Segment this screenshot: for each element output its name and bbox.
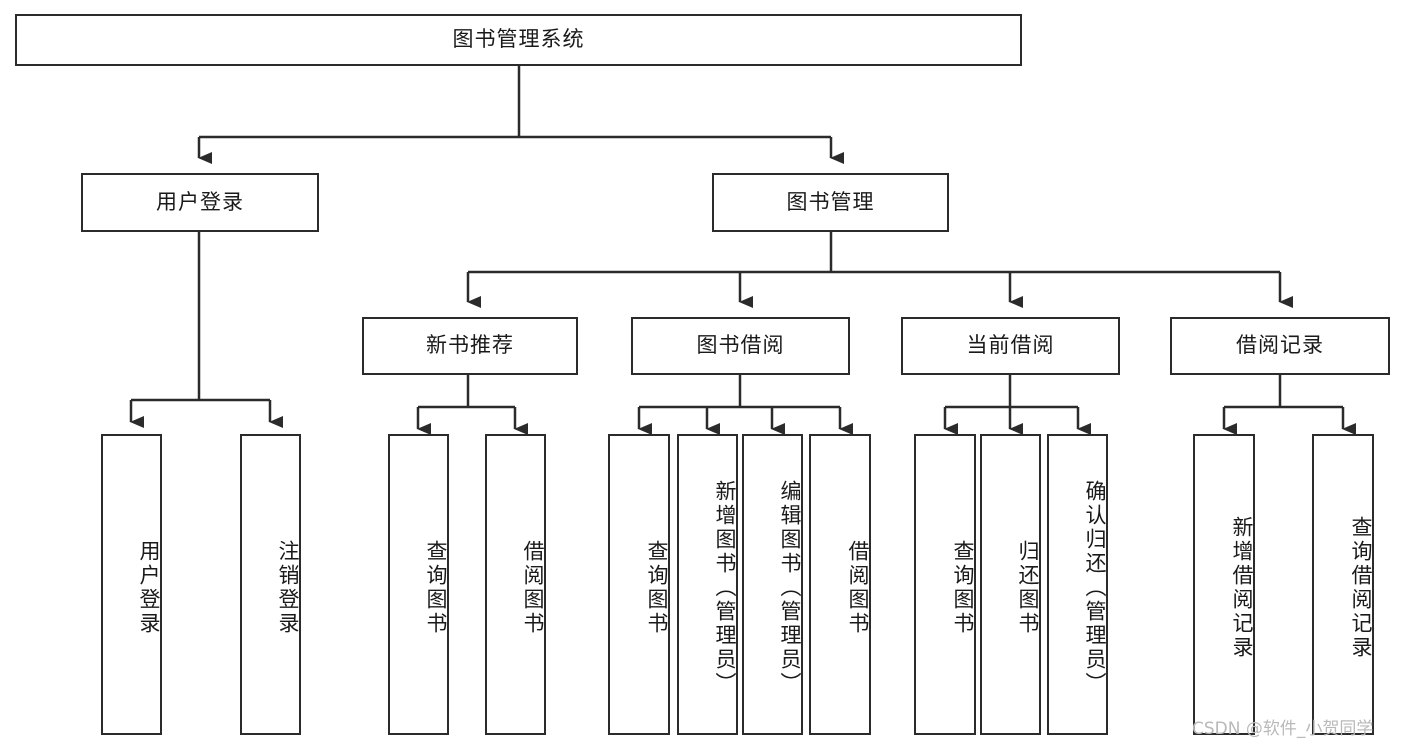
leaf-return-book[interactable]: 归还图书 [980, 434, 1041, 735]
node-borrow-record-label: 借阅记录 [1236, 333, 1324, 358]
csdn-watermark: CSDN @软件_小贺同学 [1192, 719, 1374, 739]
leaf-add-record-label: 新增借阅记录 [1230, 515, 1254, 660]
node-current-borrow-label: 当前借阅 [966, 333, 1055, 358]
node-book-borrow-label: 图书借阅 [696, 333, 785, 358]
leaf-user-login[interactable]: 用户登录 [101, 434, 162, 735]
leaf-logout[interactable]: 注销登录 [240, 434, 301, 735]
node-book-borrow[interactable]: 图书借阅 [631, 317, 850, 375]
leaf-query-book-1-label: 查询图书 [424, 539, 448, 636]
node-borrow-record[interactable]: 借阅记录 [1170, 317, 1390, 375]
leaf-query-book-2[interactable]: 查询图书 [608, 434, 670, 735]
leaf-logout-label: 注销登录 [276, 539, 300, 636]
leaf-borrow-book-2-label: 借阅图书 [846, 539, 870, 636]
leaf-query-book-1[interactable]: 查询图书 [388, 434, 449, 735]
node-new-book-rec[interactable]: 新书推荐 [362, 317, 578, 375]
leaf-query-record-label: 查询借阅记录 [1349, 515, 1373, 660]
leaf-borrow-book-1[interactable]: 借阅图书 [485, 434, 546, 735]
leaf-return-book-label: 归还图书 [1016, 539, 1040, 636]
node-user-login[interactable]: 用户登录 [81, 173, 319, 232]
node-current-borrow[interactable]: 当前借阅 [901, 317, 1120, 375]
leaf-edit-book[interactable]: 编辑图书（管理员） [742, 434, 803, 735]
node-root[interactable]: 图书管理系统 [15, 14, 1022, 66]
node-root-label: 图书管理系统 [452, 27, 585, 52]
leaf-add-book[interactable]: 新增图书（管理员） [677, 434, 738, 735]
node-new-book-rec-label: 新书推荐 [426, 333, 514, 358]
node-book-manage[interactable]: 图书管理 [712, 173, 949, 232]
leaf-confirm-return-label: 确认归还（管理员） [1083, 479, 1107, 696]
leaf-edit-book-label: 编辑图书（管理员） [778, 479, 802, 696]
leaf-query-book-2-label: 查询图书 [645, 539, 669, 636]
leaf-user-login-label: 用户登录 [137, 539, 161, 636]
node-user-login-label: 用户登录 [156, 189, 244, 214]
leaf-add-book-label: 新增图书（管理员） [713, 479, 737, 696]
leaf-confirm-return[interactable]: 确认归还（管理员） [1047, 434, 1108, 735]
leaf-borrow-book-1-label: 借阅图书 [521, 539, 545, 636]
leaf-add-record[interactable]: 新增借阅记录 [1193, 434, 1255, 735]
node-book-manage-label: 图书管理 [786, 189, 875, 214]
leaf-query-book-3[interactable]: 查询图书 [914, 434, 976, 735]
leaf-query-record[interactable]: 查询借阅记录 [1312, 434, 1374, 735]
leaf-borrow-book-2[interactable]: 借阅图书 [809, 434, 871, 735]
leaf-query-book-3-label: 查询图书 [951, 539, 975, 636]
